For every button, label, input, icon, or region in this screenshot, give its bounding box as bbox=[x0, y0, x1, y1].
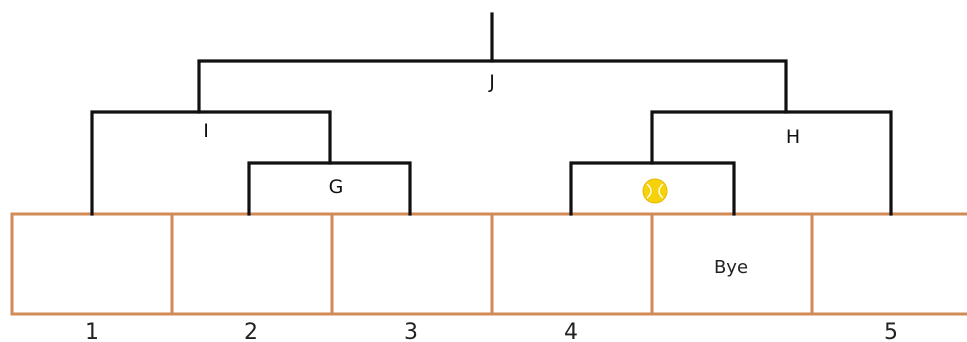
tennis-ball-icon bbox=[642, 178, 668, 204]
node-label-g: G bbox=[329, 176, 344, 198]
node-label-h: H bbox=[786, 126, 800, 148]
bracket-lines bbox=[90, 12, 893, 216]
node-label-i: I bbox=[203, 120, 209, 142]
slot-box-5 bbox=[810, 212, 967, 316]
node-label-j: J bbox=[488, 71, 495, 93]
slot-box-3 bbox=[330, 212, 494, 316]
slot-number-4: 4 bbox=[564, 320, 578, 342]
bye-label: Bye bbox=[714, 257, 748, 278]
slot-box-1 bbox=[10, 212, 174, 316]
slot-number-1: 1 bbox=[85, 320, 99, 342]
slot-number-2: 2 bbox=[244, 320, 258, 342]
match-h-bracket bbox=[650, 110, 893, 216]
slot-number-5: 5 bbox=[884, 320, 898, 342]
slot-box-4 bbox=[490, 212, 654, 316]
match-i-bracket bbox=[90, 110, 332, 216]
slot-boxes bbox=[10, 212, 967, 316]
slot-box-2 bbox=[170, 212, 334, 316]
slot-box-bye bbox=[650, 212, 814, 316]
slot-numbers: 1 2 3 4 5 bbox=[85, 320, 898, 342]
slot-number-3: 3 bbox=[404, 320, 418, 342]
